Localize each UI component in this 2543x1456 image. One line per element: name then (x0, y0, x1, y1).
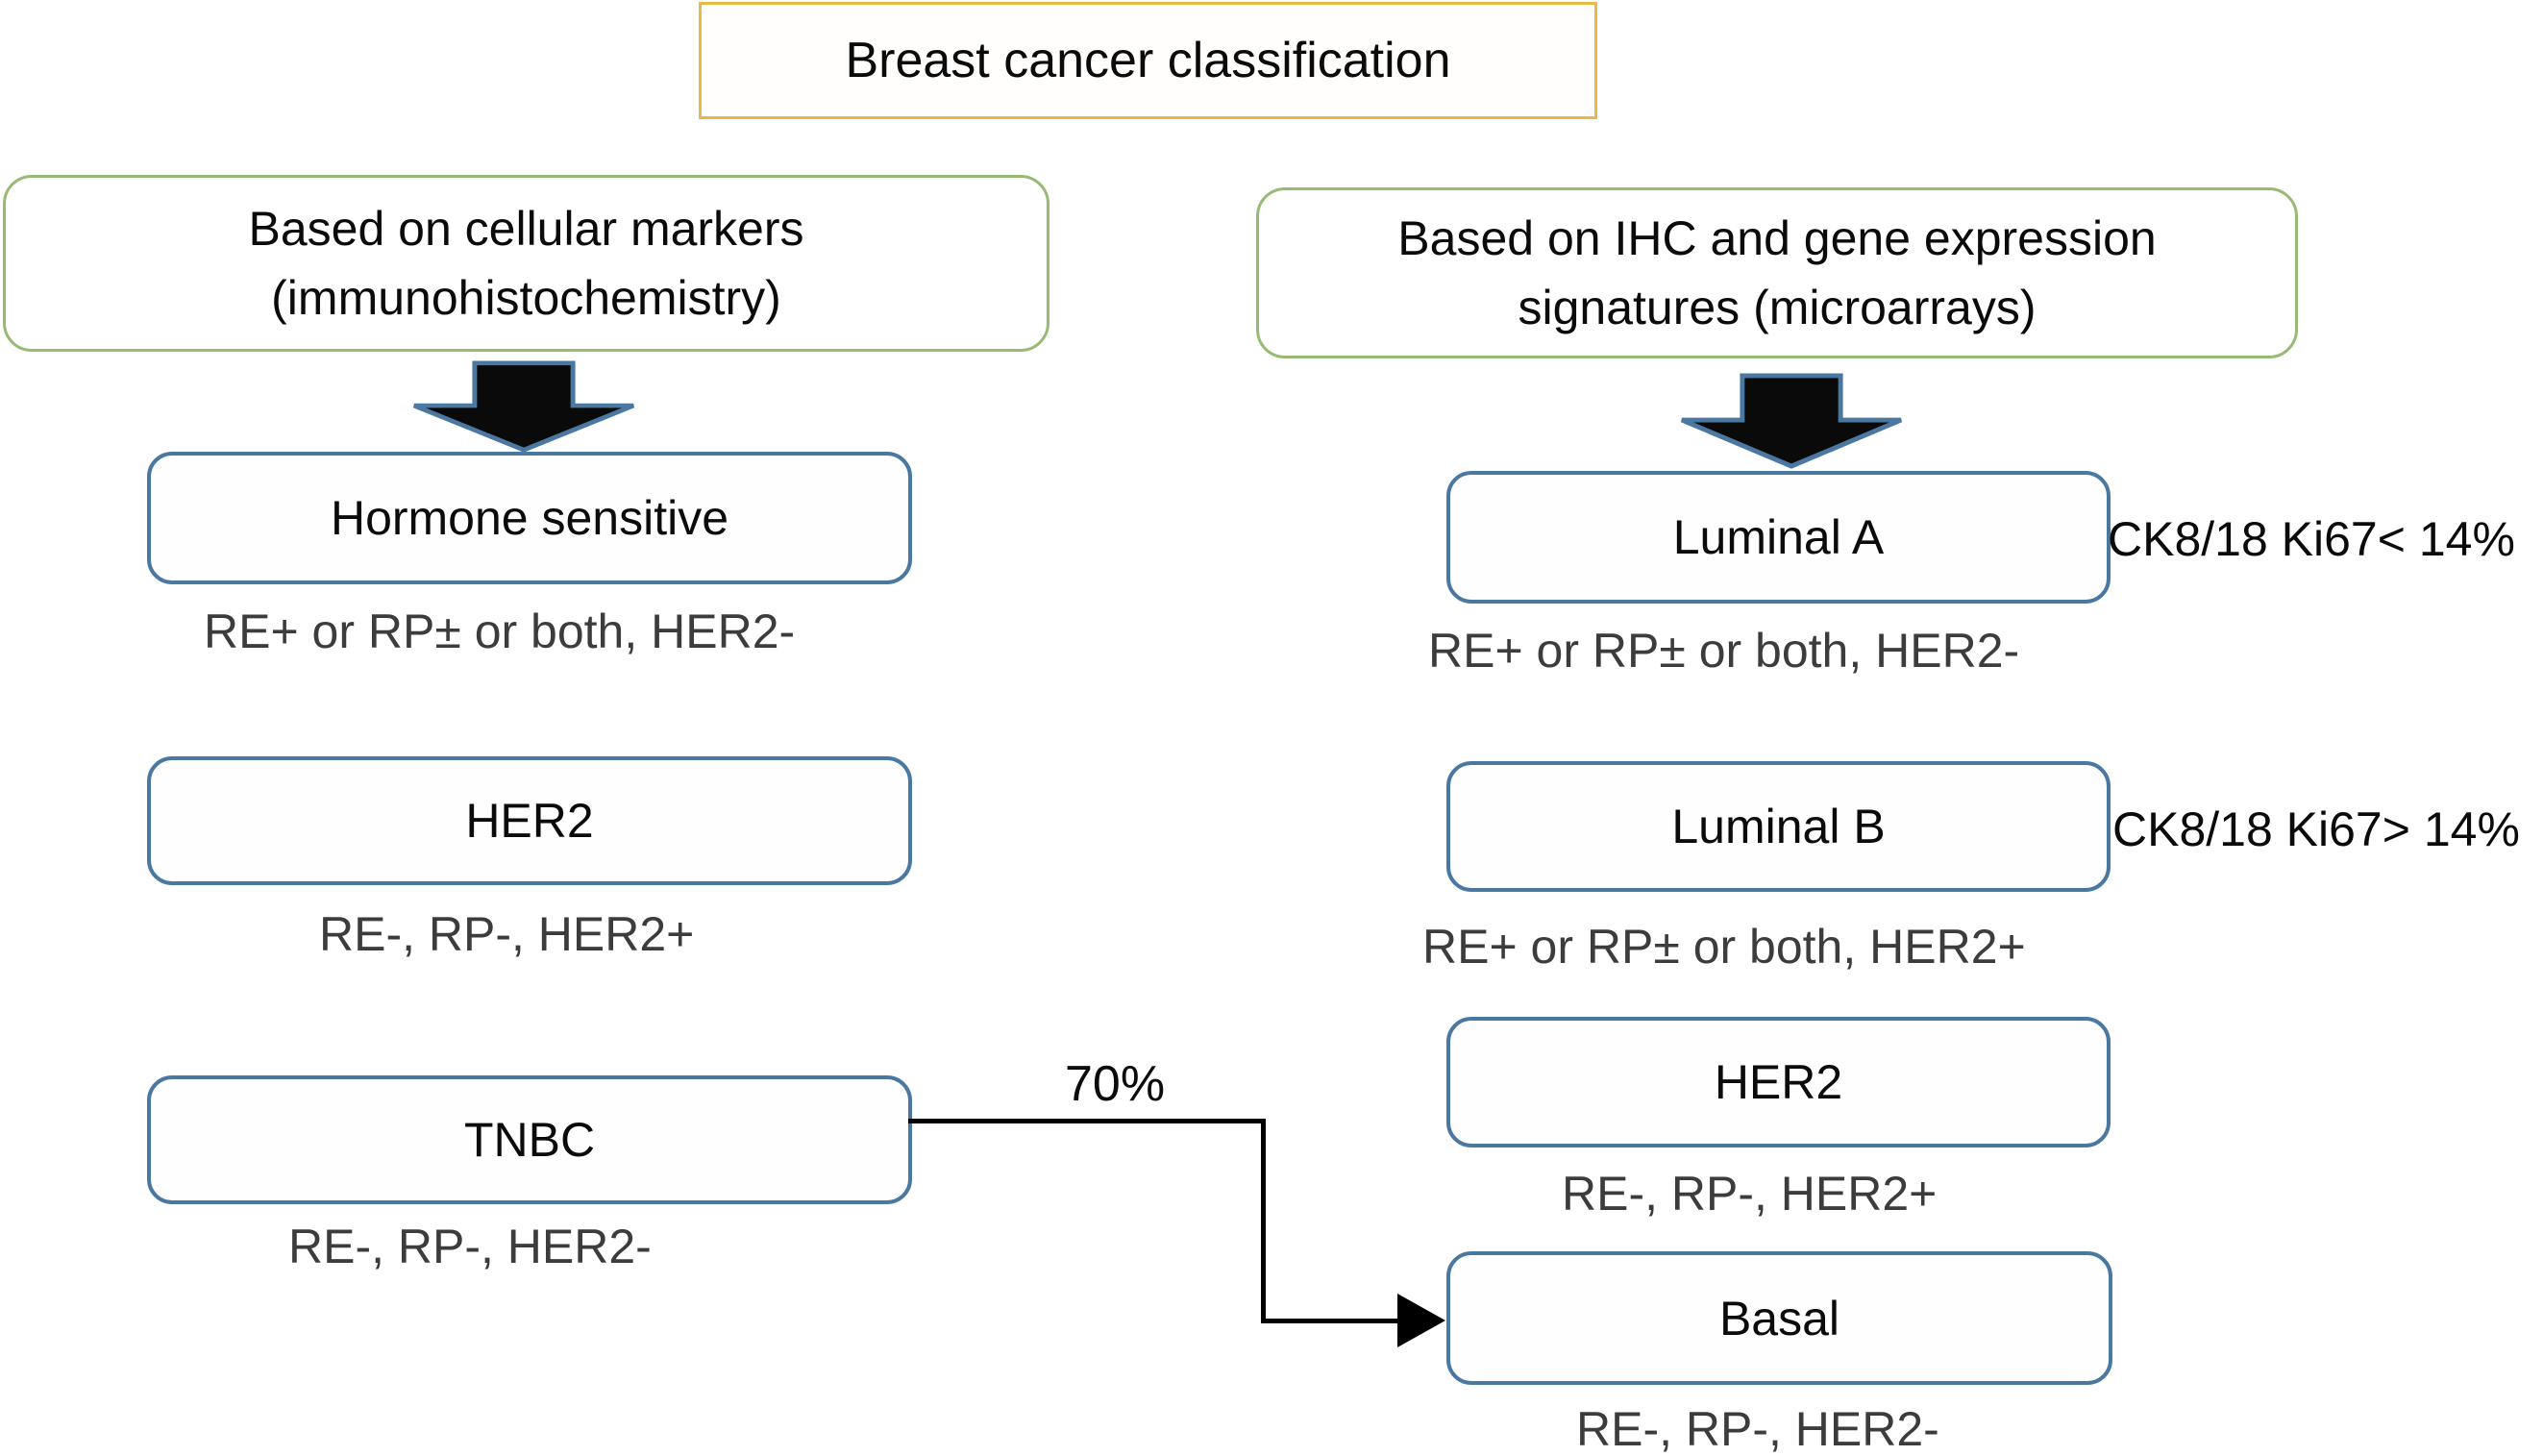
markers-tnbc: RE-, RP-, HER2- (288, 1220, 652, 1273)
node-basal: Basal (1446, 1251, 2112, 1385)
node-hormone-sensitive-label: Hormone sensitive (330, 491, 729, 545)
node-luminal-b: Luminal B (1446, 761, 2111, 892)
category-ihc-gene-expression: Based on IHC and gene expression signatu… (1256, 187, 2298, 358)
node-luminal-a-label: Luminal A (1672, 510, 1885, 564)
markers-her2-ihc: RE-, RP-, HER2+ (319, 907, 695, 961)
node-her2-ihc: HER2 (147, 756, 912, 885)
category-cellular-markers-line1: Based on cellular markers (248, 202, 804, 256)
arrowhead-icon (1397, 1294, 1445, 1347)
markers-basal: RE-, RP-, HER2- (1576, 1402, 1939, 1456)
markers-luminal-a: RE+ or RP± or both, HER2- (1428, 624, 2020, 678)
diagram-title: Breast cancer classification (699, 2, 1597, 119)
markers-her2-microarray: RE-, RP-, HER2+ (1562, 1167, 1938, 1221)
node-basal-label: Basal (1718, 1291, 1840, 1345)
node-luminal-a: Luminal A (1446, 471, 2111, 604)
down-arrow-icon (1678, 373, 1905, 469)
node-tnbc-label: TNBC (463, 1113, 596, 1167)
side-note-luminal-b: CK8/18 Ki67> 14% (2112, 802, 2520, 856)
elbow-connector-segment (1261, 1319, 1403, 1323)
node-hormone-sensitive: Hormone sensitive (147, 452, 912, 584)
node-her2-microarray-label: HER2 (1714, 1055, 1843, 1109)
markers-hormone-sensitive: RE+ or RP± or both, HER2- (204, 605, 796, 658)
node-tnbc: TNBC (147, 1075, 912, 1204)
side-note-luminal-a: CK8/18 Ki67< 14% (2108, 512, 2515, 566)
node-her2-microarray: HER2 (1446, 1017, 2111, 1148)
elbow-connector-segment (908, 1119, 1266, 1123)
node-her2-ihc-label: HER2 (465, 794, 594, 848)
diagram-title-text: Breast cancer classification (845, 33, 1451, 88)
connector-percentage-label: 70% (1065, 1056, 1166, 1112)
category-ihc-gene-expression-line2: signatures (microarrays) (1518, 281, 2037, 334)
node-luminal-b-label: Luminal B (1671, 800, 1886, 853)
category-cellular-markers: Based on cellular markers (immunohistoch… (3, 175, 1049, 352)
category-ihc-gene-expression-line1: Based on IHC and gene expression (1397, 211, 2157, 265)
elbow-connector-segment (1261, 1119, 1266, 1323)
down-arrow-icon (410, 360, 637, 453)
category-cellular-markers-line2: (immunohistochemistry) (271, 271, 781, 325)
markers-luminal-b: RE+ or RP± or both, HER2+ (1422, 920, 2026, 974)
